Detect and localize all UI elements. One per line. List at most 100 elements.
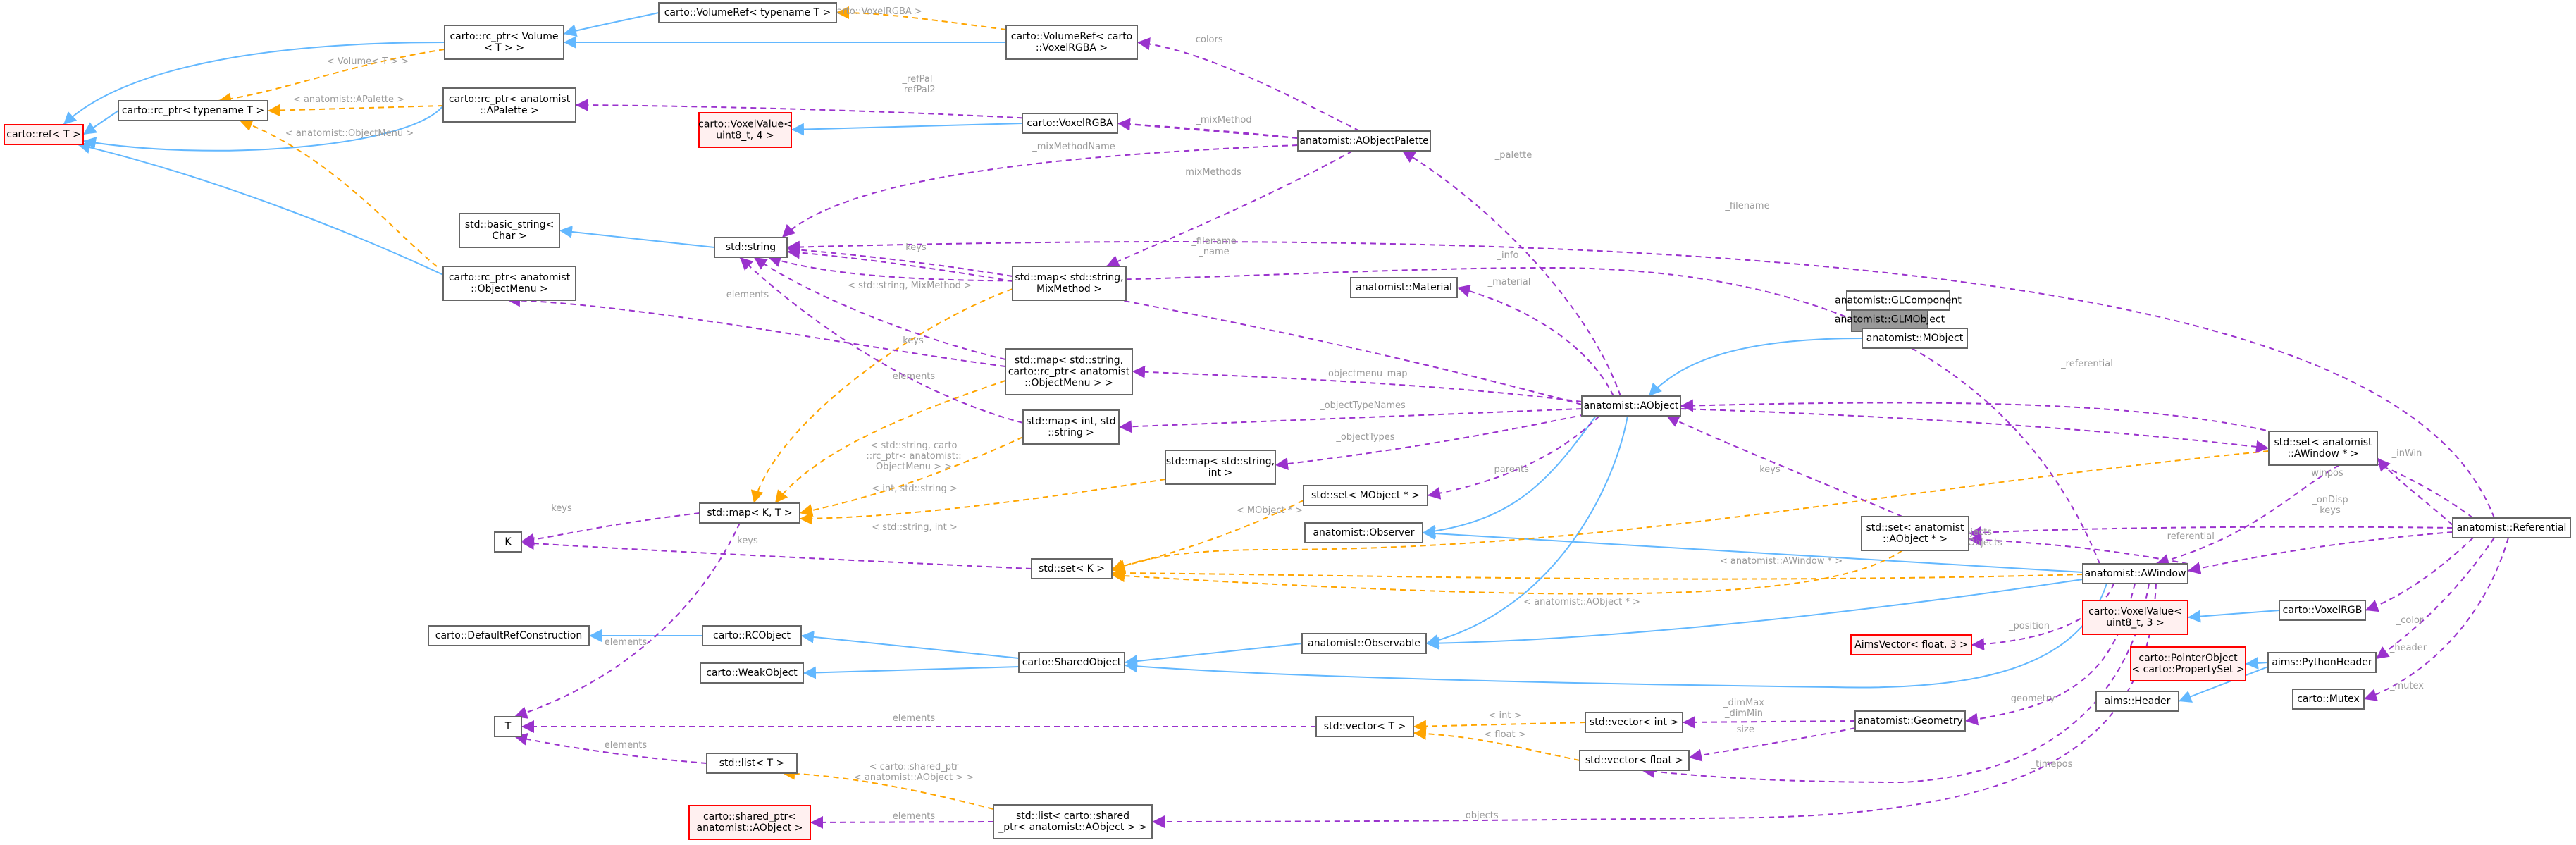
inheritance-edge — [1422, 415, 1597, 538]
edge-path — [781, 144, 1299, 238]
class-node-setk[interactable]: std::set< K > — [1031, 558, 1113, 579]
class-node-weakobject[interactable]: carto::WeakObject — [700, 662, 804, 684]
node-box — [1297, 130, 1431, 152]
edge-label-line: keys — [551, 503, 572, 514]
class-node-referential[interactable]: anatomist::Referential — [2452, 517, 2571, 538]
edge-label: < std::string, MixMethod > — [848, 280, 972, 291]
usage-edge — [781, 144, 1299, 238]
edge-label: < carto::shared_ptr< anatomist::AObject … — [854, 762, 974, 783]
edge-label: _color — [2396, 615, 2424, 626]
class-node-sharedobject[interactable]: carto::SharedObject — [1018, 652, 1125, 673]
class-node-listt[interactable]: std::list< T > — [706, 753, 798, 774]
node-label: carto::VoxelRGBA — [1027, 118, 1113, 129]
inheritance-edge — [800, 630, 1020, 659]
class-node-vectorfloat[interactable]: std::vector< float > — [1579, 750, 1690, 771]
class-node-volumereft[interactable]: carto::VolumeRef< typename T > — [658, 2, 837, 23]
node-label: aims::PythonHeader — [2272, 657, 2372, 668]
class-node-reft[interactable]: carto::ref< T > — [4, 124, 84, 145]
class-node-rcptrvolume[interactable]: carto::rc_ptr< Volume< T > > — [444, 25, 564, 60]
class-node-aimsvector[interactable]: AimsVector< float, 3 > — [1850, 634, 1972, 655]
usage-edge — [2375, 537, 2495, 660]
node-label: std::string — [726, 242, 776, 253]
edge-label: _objects — [1460, 810, 1499, 821]
class-node-setmobject[interactable]: std::set< MObject * > — [1303, 485, 1428, 506]
class-node-awindow[interactable]: anatomist::AWindow — [2082, 563, 2188, 584]
node-label: std::set< MObject * > — [1311, 490, 1420, 501]
edge-label-line: _objectTypeNames — [1319, 400, 1406, 411]
class-node-mapstrmix[interactable]: std::map< std::string,MixMethod > — [1012, 266, 1127, 301]
class-node-mapintstr[interactable]: std::map< int, std::string > — [1022, 409, 1120, 445]
class-node-voxelvalue4[interactable]: carto::VoxelValue<uint8_t, 4 > — [698, 112, 792, 148]
class-node-glcomponent[interactable]: anatomist::GLComponent — [1835, 290, 1962, 311]
edge-label: _referential — [2162, 531, 2215, 542]
node-label: std::vector< float > — [1585, 755, 1683, 766]
class-node-voxelrgb[interactable]: carto::VoxelRGB — [2279, 600, 2366, 621]
edge-label-line: _material — [1487, 277, 1531, 288]
class-node-pythonheader[interactable]: aims::PythonHeader — [2267, 652, 2377, 673]
class-node-mobject[interactable]: anatomist::MObject — [1862, 328, 1968, 349]
class-node-aobjectpalette[interactable]: anatomist::AObjectPalette — [1297, 130, 1431, 152]
class-node-mutex[interactable]: carto::Mutex — [2292, 689, 2365, 710]
class-node-rcptrt[interactable]: carto::rc_ptr< typename T > — [118, 100, 268, 121]
edge-label-line: < anatomist::AObject * > — [1523, 597, 1640, 607]
edge-label-line: < anatomist::APalette > — [293, 94, 404, 105]
class-node-observer[interactable]: anatomist::Observer — [1304, 522, 1423, 543]
edge-path — [2178, 666, 2269, 703]
class-node-k[interactable]: K — [494, 531, 522, 553]
template-edge — [750, 288, 1013, 504]
edge-label-line: < int > — [1489, 710, 1522, 721]
node-label: anatomist::Geometry — [1857, 715, 1963, 727]
class-node-aimsheader[interactable]: aims::Header — [2095, 691, 2179, 712]
class-node-setawindow[interactable]: std::set< anatomist::AWindow * > — [2268, 431, 2378, 466]
class-node-pointerobject[interactable]: carto::PointerObject< carto::PropertySet… — [2130, 646, 2246, 681]
node-label: < T > > — [484, 42, 524, 54]
class-node-material[interactable]: anatomist::Material — [1350, 277, 1458, 298]
class-node-t[interactable]: T — [494, 716, 522, 737]
node-box — [1581, 395, 1681, 417]
edge-label-line: < std::string, MixMethod > — [848, 280, 972, 291]
class-node-voxelvalue3[interactable]: carto::VoxelValue<uint8_t, 3 > — [2082, 600, 2188, 635]
node-label: std::basic_string< — [465, 219, 554, 230]
node-box — [1301, 633, 1427, 654]
class-node-mapkt[interactable]: std::map< K, T > — [699, 502, 800, 524]
edge-label-line: < anatomist::ObjectMenu > — [285, 128, 414, 139]
node-label: anatomist::AObjectPalette — [1299, 135, 1428, 147]
class-node-rcptrobjectmenu[interactable]: carto::rc_ptr< anatomist::ObjectMenu > — [442, 266, 576, 301]
class-node-stdstring[interactable]: std::string — [714, 237, 788, 258]
edge-path — [1425, 415, 1628, 647]
node-label: std::map< std::string, — [1166, 456, 1275, 467]
class-node-sharedptraobject[interactable]: carto::shared_ptr<anatomist::AObject > — [688, 805, 811, 840]
class-node-glmobject[interactable]: anatomist::GLMObject — [1835, 307, 1945, 332]
class-node-setaobject[interactable]: std::set< anatomist::AObject * > — [1861, 516, 1969, 551]
class-node-rcptrapalette[interactable]: carto::rc_ptr< anatomist::APalette > — [442, 87, 576, 123]
class-node-geometry[interactable]: anatomist::Geometry — [1854, 710, 1966, 732]
class-node-mapstrmenu[interactable]: std::map< std::string,carto::rc_ptr< ana… — [1005, 348, 1133, 395]
edge-path — [239, 118, 438, 267]
edge-label: elements — [726, 290, 769, 300]
class-node-basicstring[interactable]: std::basic_string<Char > — [459, 213, 560, 248]
class-node-aobject[interactable]: anatomist::AObject — [1581, 395, 1681, 417]
edge-label-line: mixMethods — [1185, 167, 1241, 178]
class-node-rcobject[interactable]: carto::RCObject — [702, 625, 802, 646]
class-node-mapstrint[interactable]: std::map< std::string,int > — [1165, 450, 1276, 485]
edge-path — [2155, 464, 2340, 567]
node-label: anatomist::Material — [1356, 282, 1452, 293]
edge-path — [781, 767, 994, 810]
node-label: < carto::PropertySet > — [2131, 664, 2244, 675]
node-label: AimsVector< float, 3 > — [1854, 639, 1968, 650]
usage-edge — [1680, 399, 2474, 519]
class-node-vectorint[interactable]: std::vector< int > — [1585, 712, 1683, 733]
edge-label: _refPal_refPal2 — [898, 74, 935, 95]
class-node-volumerefrgba[interactable]: carto::VolumeRef< carto::VoxelRGBA > — [1005, 25, 1138, 60]
edge-label-line: elements — [605, 637, 648, 648]
edge-label-line: _filename — [1191, 236, 1236, 247]
class-node-voxelrgba[interactable]: carto::VoxelRGBA — [1022, 113, 1118, 134]
class-node-observable[interactable]: anatomist::Observable — [1301, 633, 1427, 654]
edge-label-line: keys — [1759, 464, 1781, 475]
edge-label: _position — [2008, 621, 2050, 631]
node-box — [2082, 600, 2188, 635]
class-node-defaultrefconstruction[interactable]: carto::DefaultRefConstruction — [428, 625, 590, 646]
class-node-listsharedptr[interactable]: std::list< carto::shared_ptr< anatomist:… — [993, 804, 1153, 839]
class-node-vectort[interactable]: std::vector< T > — [1315, 716, 1414, 737]
